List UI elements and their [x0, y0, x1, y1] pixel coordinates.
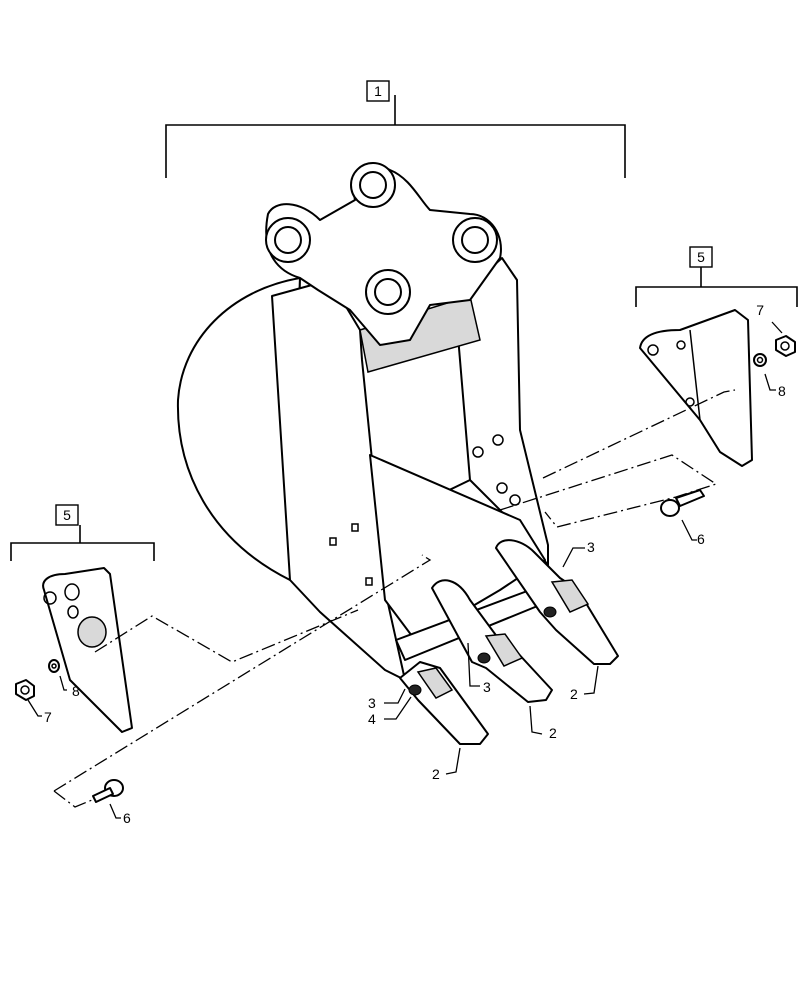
washer-right — [753, 353, 767, 367]
callout-2-right-tooth: 2 — [570, 686, 578, 702]
callout-6-left: 6 — [123, 810, 131, 826]
callout-3-left-tooth: 3 — [368, 695, 376, 711]
callout-1: 1 — [374, 83, 382, 99]
callout-8-left: 8 — [72, 683, 80, 699]
bucket-body — [176, 162, 549, 681]
tooth-right — [495, 539, 619, 665]
callout-3-mid-tooth: 3 — [483, 679, 491, 695]
callout-5-left: 5 — [63, 507, 71, 523]
bolt-right — [660, 489, 705, 517]
tooth-middle — [431, 579, 553, 703]
tooth-left — [399, 661, 489, 745]
callout-2-left-tooth: 2 — [432, 766, 440, 782]
nut-right — [775, 335, 796, 357]
assembly-bracket-1: 1 — [165, 80, 626, 178]
callout-7-right: 7 — [756, 302, 764, 318]
callout-2-mid-tooth: 2 — [549, 725, 557, 741]
side-cutter-left: 5 — [10, 504, 155, 733]
side-cutter-right: 5 — [635, 246, 798, 467]
washer-left — [48, 659, 60, 673]
callout-7-left: 7 — [44, 709, 52, 725]
callout-6-right: 6 — [697, 531, 705, 547]
callout-5-right: 5 — [697, 249, 705, 265]
callout-3-right-tooth: 3 — [587, 539, 595, 555]
callout-8-right: 8 — [778, 383, 786, 399]
bolt-left — [92, 779, 124, 803]
callout-4-left-tooth: 4 — [368, 711, 376, 727]
nut-left — [15, 679, 35, 701]
